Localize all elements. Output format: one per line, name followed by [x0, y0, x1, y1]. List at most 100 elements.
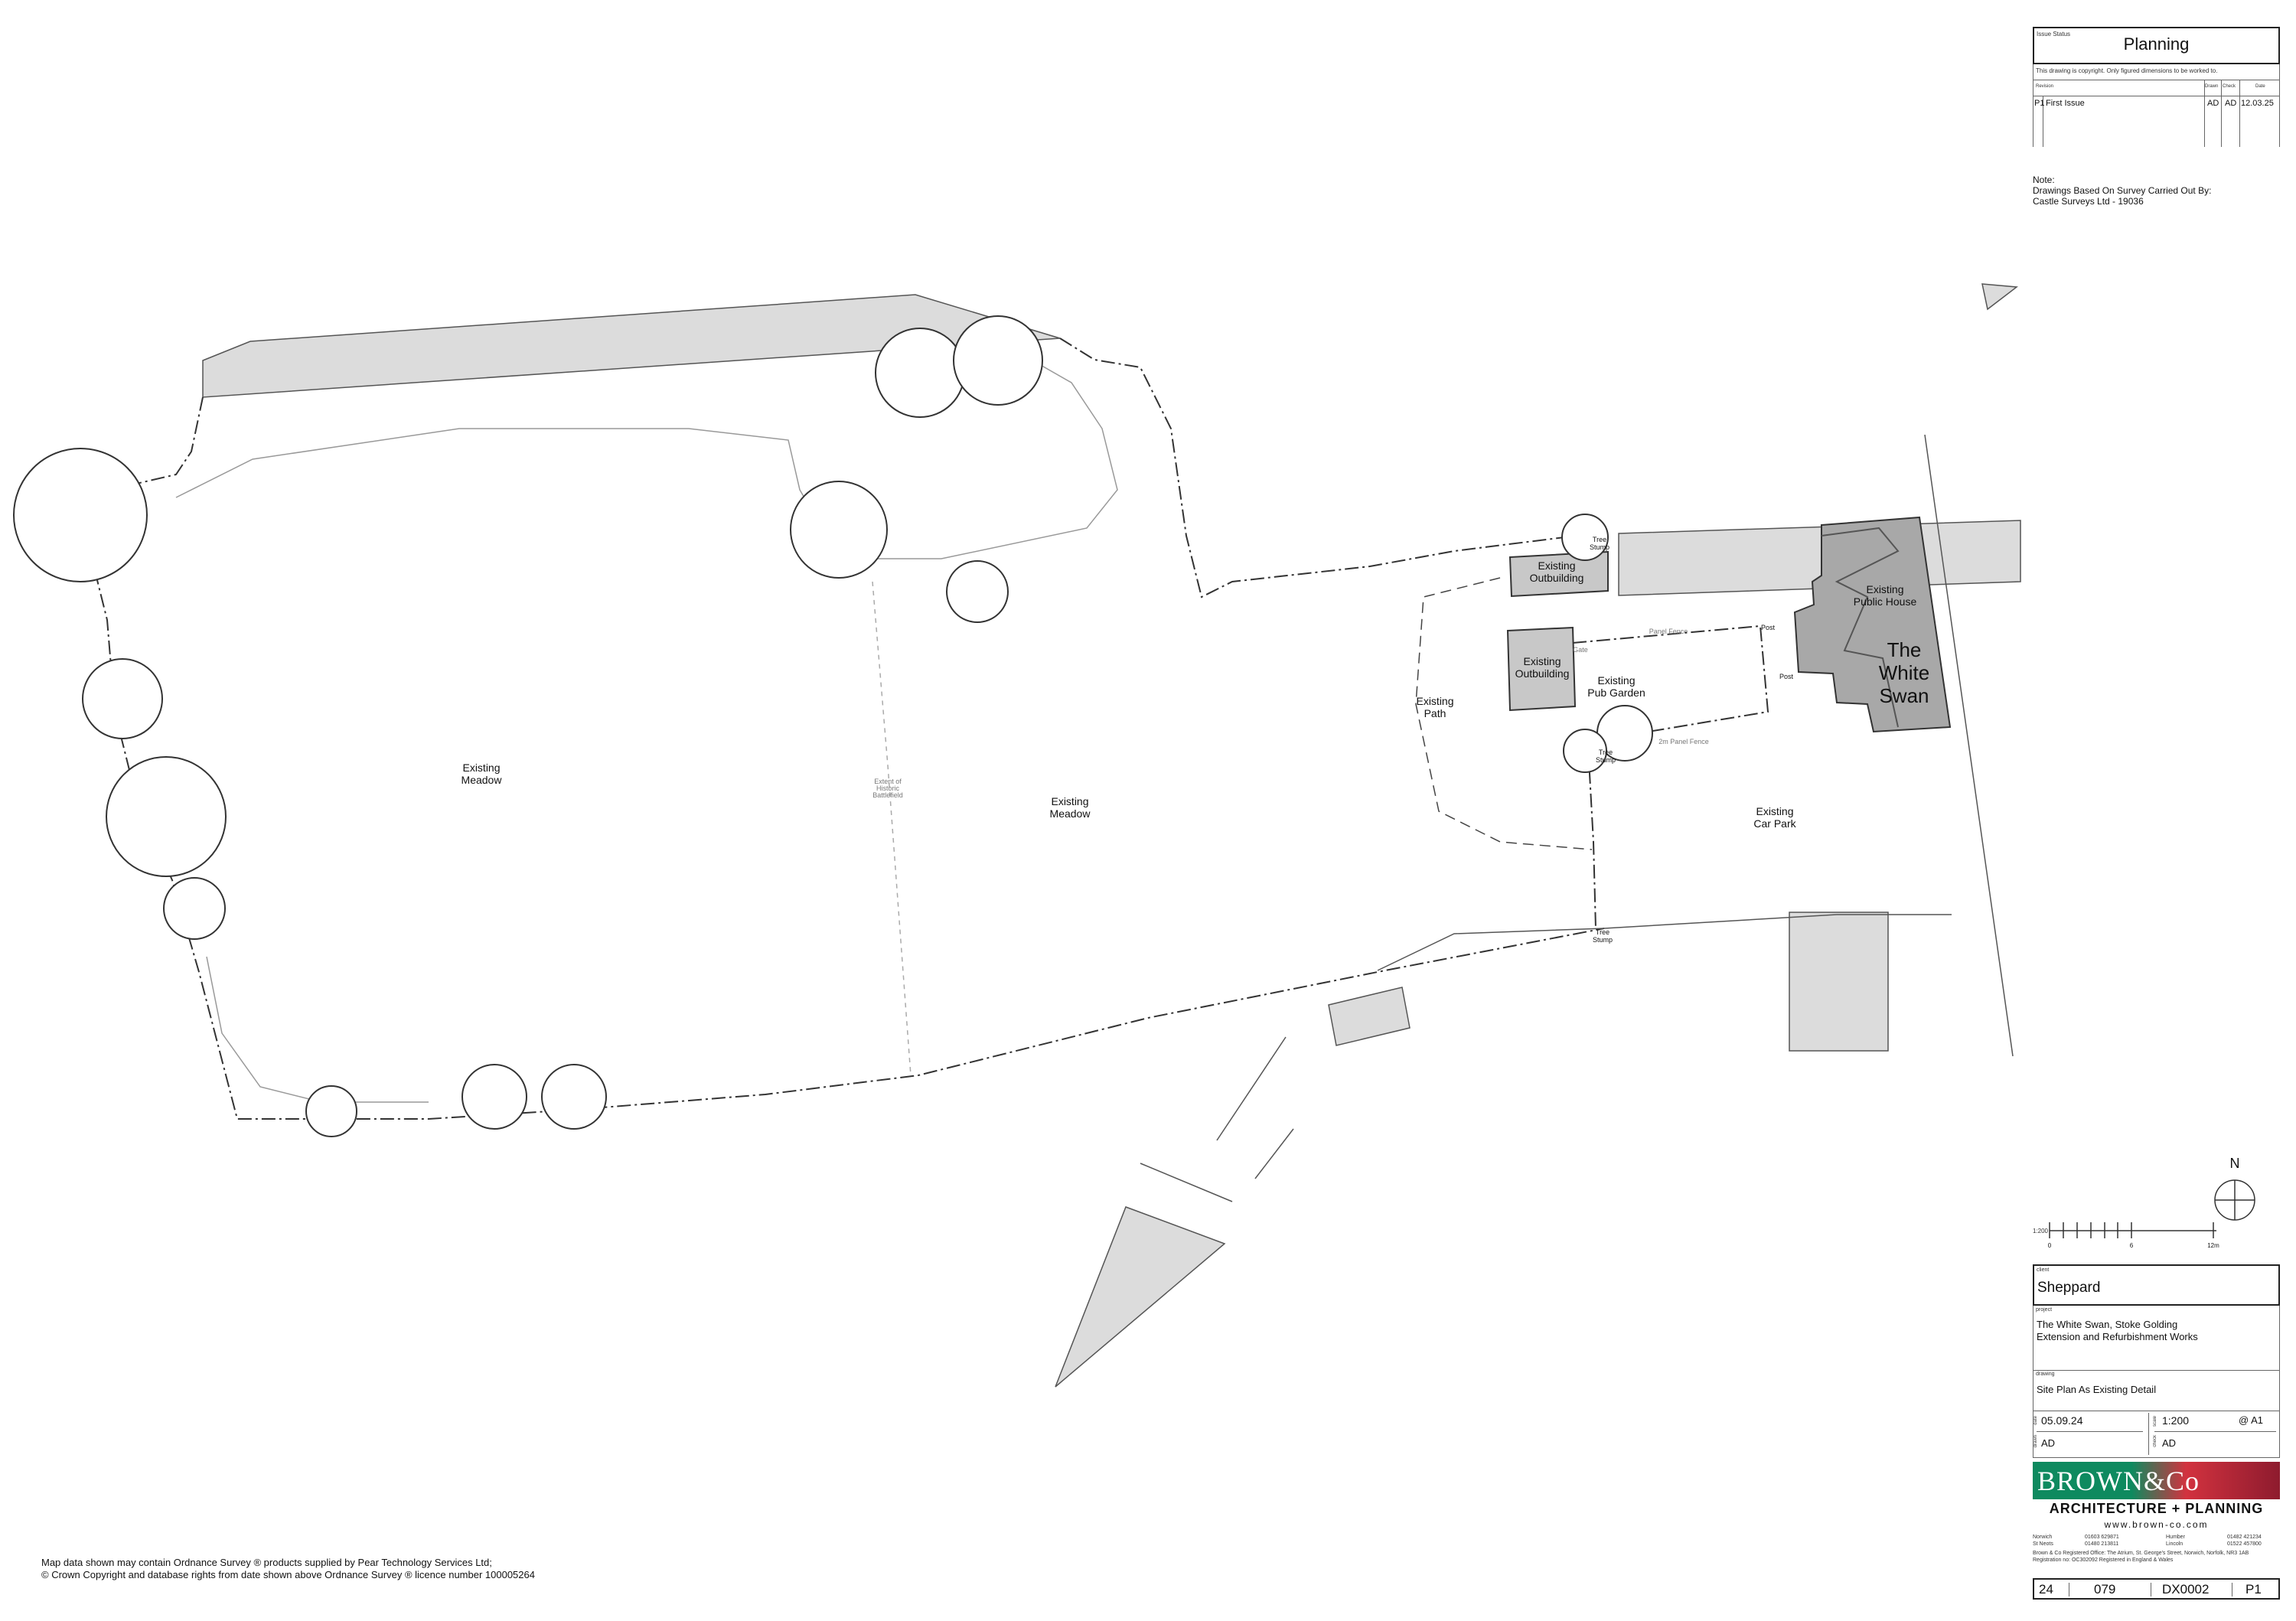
north-label: N	[2230, 1156, 2240, 1171]
client-label: client	[2037, 1267, 2050, 1273]
trees	[13, 315, 1653, 1137]
drawing-revision: P1	[2245, 1582, 2262, 1597]
car-park-area	[1789, 912, 1889, 1052]
revision-header: Revision	[2036, 84, 2054, 89]
drawing-label: drawing	[2036, 1371, 2055, 1377]
registration-number: Registration no: OC302092 Registered in …	[2033, 1557, 2174, 1563]
office-name: Humber	[2166, 1535, 2185, 1540]
drawing-number: 24 079 DX0002 P1	[2033, 1578, 2280, 1600]
revision-description: First Issue	[2046, 99, 2085, 108]
drawn-by: AD	[2041, 1437, 2056, 1449]
note-title: Note:	[2033, 174, 2055, 185]
boundaries	[75, 338, 1769, 1120]
website-link[interactable]: www.brown-co.com	[2104, 1519, 2209, 1530]
tree-icon	[82, 658, 163, 739]
outbuilding-south	[1506, 626, 1577, 712]
tree-icon	[106, 756, 227, 877]
tagline: ARCHITECTURE + PLANNING	[2049, 1501, 2264, 1516]
label-post: Post	[1761, 624, 1776, 631]
checked-by: AD	[2162, 1437, 2177, 1449]
scale-ratio: 1:200	[2033, 1228, 2049, 1235]
tree-icon	[461, 1064, 527, 1130]
copyright-note: This drawing is copyright. Only figured …	[2036, 67, 2218, 74]
client-name: Sheppard	[2037, 1280, 2101, 1296]
registered-office: Brown & Co Registered Office: The Atrium…	[2033, 1551, 2249, 1556]
project-line: The White Swan, Stoke Golding	[2037, 1319, 2178, 1330]
footer-line: © Crown Copyright and database rights fr…	[41, 1569, 535, 1580]
north-fence	[1059, 338, 1577, 598]
footer-line: Map data shown may contain Ordnance Surv…	[41, 1557, 492, 1568]
issue-status-label: Issue Status	[2037, 31, 2071, 38]
tree-icon	[541, 1064, 607, 1130]
drawn-header: Drawn	[2205, 84, 2219, 89]
tree-icon	[946, 560, 1009, 623]
label-post: Post	[1779, 673, 1794, 680]
office-phone: 01603 629871	[2085, 1535, 2119, 1540]
northern-strip	[202, 294, 1061, 398]
drawing-title: Site Plan As Existing Detail	[2037, 1384, 2157, 1395]
scale-label: scale	[2153, 1416, 2157, 1427]
scale-tick: 12m	[2207, 1242, 2219, 1249]
tree-icon	[305, 1085, 357, 1137]
public-house	[1793, 516, 1952, 733]
tree-icon	[1561, 514, 1609, 561]
tree-icon	[13, 448, 148, 582]
revision-code: P1	[2034, 99, 2045, 108]
small-triangle-ne	[1981, 283, 2018, 311]
scale-tick: 6	[2130, 1242, 2134, 1249]
drawing-info: project The White Swan, Stoke Golding Ex…	[2033, 1306, 2280, 1458]
job-year: 24	[2039, 1582, 2053, 1597]
job-number: 079	[2094, 1582, 2116, 1597]
buildings	[1506, 516, 1952, 733]
office-phone: 01482 421234	[2227, 1535, 2262, 1540]
revision-date: 12.03.25	[2241, 99, 2274, 108]
north-arrow: N	[2214, 1156, 2255, 1221]
shed	[1328, 987, 1411, 1046]
label-gate: Gate	[1573, 646, 1588, 654]
label-panel-fence-2m: 2m Panel Fence	[1658, 738, 1709, 745]
note-line: Castle Surveys Ltd - 19036	[2033, 196, 2144, 207]
check-label: check	[2153, 1435, 2157, 1447]
property-lines	[175, 351, 2014, 1202]
office-name: Norwich	[2033, 1535, 2053, 1540]
brown-co-logo: BROWN&Co	[2033, 1462, 2280, 1499]
revision-check: AD	[2225, 99, 2237, 108]
label-panel-fence: Panel Fence	[1649, 628, 1688, 635]
date-label: date	[2033, 1416, 2038, 1425]
tree-icon	[790, 481, 888, 579]
road-edge	[1924, 434, 2014, 1057]
garden-fence	[1572, 625, 1769, 743]
battlefield-line	[872, 581, 912, 1076]
issue-status-box: Issue Status Planning	[2033, 27, 2280, 64]
drawing-scale: 1:200	[2162, 1414, 2190, 1427]
tree-icon	[875, 328, 965, 418]
check-header: Check	[2223, 84, 2236, 89]
survey-note: Note: Drawings Based On Survey Carried O…	[2033, 174, 2211, 207]
os-copyright-footer: Map data shown may contain Ordnance Surv…	[41, 1557, 535, 1581]
paper-size: @ A1	[2239, 1414, 2263, 1426]
office-name: St Neots	[2033, 1541, 2053, 1547]
office-phone: 01480 213811	[2085, 1541, 2119, 1547]
tree-icon	[1563, 729, 1607, 773]
scale-bar: 1:200 0 6 12m	[2033, 1222, 2219, 1249]
path-curve	[1415, 577, 1593, 850]
office-name: Lincoln	[2166, 1541, 2183, 1547]
hatched-areas	[202, 283, 2021, 1388]
triangle-plot	[1055, 1206, 1226, 1388]
logo-text: BROWN&Co	[2037, 1466, 2200, 1496]
drawing-code: DX0002	[2162, 1582, 2210, 1597]
project-line: Extension and Refurbishment Works	[2037, 1331, 2198, 1342]
project-label: project	[2036, 1307, 2053, 1313]
